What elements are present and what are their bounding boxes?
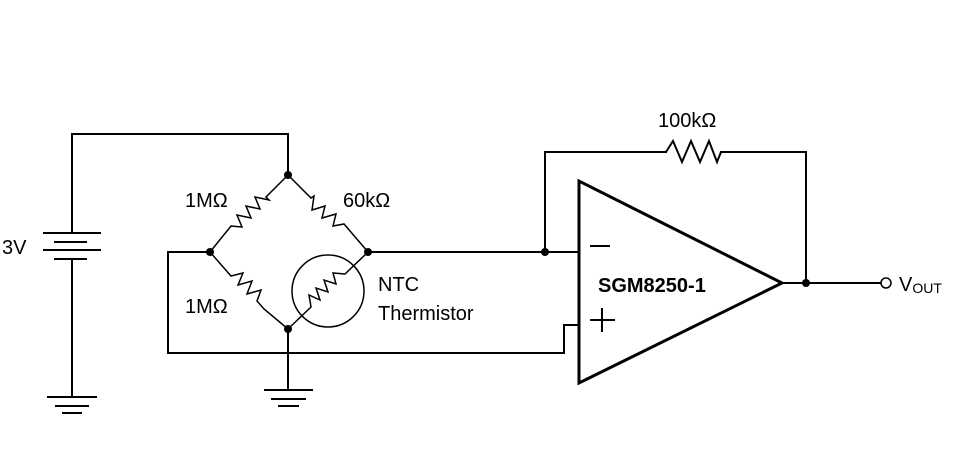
junction-output <box>802 279 810 287</box>
junction-feedback-in <box>541 248 549 256</box>
battery-wiring <box>71 133 289 398</box>
resistor-top-right-label: 60kΩ <box>343 190 390 212</box>
battery-3v: 3V <box>2 232 101 260</box>
feedback-network: 100kΩ <box>544 110 807 284</box>
opamp-triangle <box>577 178 786 386</box>
junction-top <box>284 171 292 179</box>
ground-icon <box>264 389 313 407</box>
supply-wire <box>71 133 289 234</box>
feedback-wire-right <box>720 151 807 284</box>
noninverting-input-wire <box>167 251 580 354</box>
output-label: VOUT <box>899 274 942 296</box>
output-terminal[interactable] <box>880 277 892 289</box>
battery-label: 3V <box>2 237 27 259</box>
ground-icon <box>47 396 97 414</box>
bridge-wiring <box>167 251 580 391</box>
junction-bottom <box>284 325 292 333</box>
resistor-top-left: 1MΩ <box>185 174 289 253</box>
feedback-resistor-label: 100kΩ <box>658 110 716 132</box>
thermistor-label-line1: NTC <box>378 274 419 296</box>
output: VOUT <box>781 274 942 296</box>
resistor-bottom-left-label: 1MΩ <box>185 296 228 318</box>
thermistor-circle <box>291 254 365 328</box>
ntc-thermistor: NTC Thermistor <box>287 251 474 330</box>
opamp-part-number: SGM8250-1 <box>598 275 706 297</box>
resistor-bottom-left: 1MΩ <box>185 251 289 330</box>
junction-left <box>206 248 214 256</box>
feedback-resistor <box>665 138 722 165</box>
opamp-sgm8250-1: SGM8250-1 <box>577 178 786 386</box>
junction-dots <box>206 171 810 333</box>
thermistor-label-line2: Thermistor <box>378 303 474 325</box>
junction-right <box>364 248 372 256</box>
feedback-wire-left <box>544 151 667 253</box>
resistor-top-left-label: 1MΩ <box>185 190 228 212</box>
resistor-top-right: 60kΩ <box>287 174 390 253</box>
